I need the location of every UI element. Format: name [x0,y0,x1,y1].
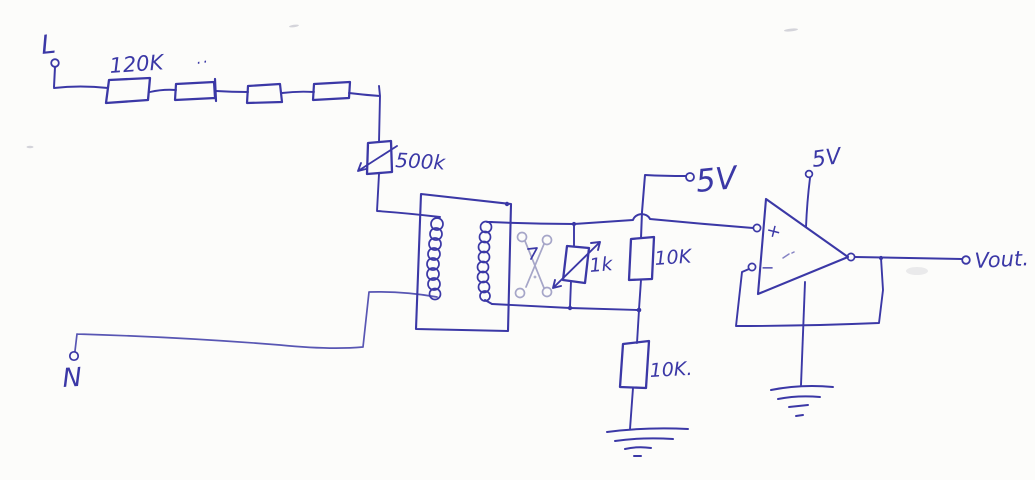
ditto-mark: .. [195,48,211,68]
opamp: + − 5V Vout. [735,144,1029,417]
voltage-divider: 5V 10K 10K. [606,160,741,457]
neutral-terminal [68,350,80,362]
paper-smudges [26,24,928,275]
pot-1k-body [561,244,591,285]
potentiometer-1k: 1k [552,221,615,311]
divider-5v-label: 5V [694,160,741,200]
opamp-5v-wire [805,177,811,228]
opamp-plus-label: + [764,219,784,243]
feedback-loop [735,257,884,327]
mains-live-section: L 120K .. [40,30,381,143]
wire-live-to-r1 [53,66,109,89]
opamp-ground-symbol [770,385,834,417]
crossover-switch [514,231,553,299]
secondary-coil [476,220,493,302]
wire-divider-mid [636,279,642,344]
opamp-ground-wire [800,281,806,386]
pot-1k-arrow [552,241,601,289]
opamp-triangle [756,197,850,296]
output-wire [854,256,963,260]
opamp-minus-terminal [747,262,757,272]
wire-r2-r3 [215,90,249,93]
divider-5v-terminal [685,172,695,182]
junction-dot [636,307,642,313]
r-500k-label: 500k [395,148,447,175]
opamp-plus-terminal [752,223,762,233]
bottom-rail [491,303,638,311]
wire-neutral-to-transformer [74,291,438,352]
live-terminal [50,58,60,68]
switch-terminal [541,234,553,246]
resistor-r2 [173,77,218,103]
r-10k-top-label: 10K [654,245,694,270]
live-terminal-label: L [40,30,58,61]
resistor-r3 [245,82,284,105]
opamp-5v-terminal [804,169,814,179]
wire-r1-r2 [149,88,177,93]
top-rail [489,213,754,229]
pot-1k-label: 1k [589,253,615,277]
wire-5v-to-r-top [640,174,687,239]
resistor-r4 [311,80,352,102]
neutral-terminal-label: N [61,363,82,394]
resistor-500k-body [365,139,394,176]
switch-terminal [514,287,526,299]
transformer [414,192,513,333]
r1-label: 120K [109,50,167,78]
wire-r3-r4 [281,90,315,94]
opamp-5v-label: 5V [810,144,844,173]
switch-arrow-mark [527,247,538,260]
switch-terminal [516,231,528,243]
vout-label: Vout. [974,246,1029,273]
wire-to-ground [629,387,634,430]
vout-terminal [961,255,971,265]
switch-terminal [541,286,553,298]
switch-dot [533,275,537,279]
mains-neutral-section: N [61,291,438,394]
r-10k-bottom-label: 10K. [649,358,693,382]
variable-resistor-500k: 500k [357,139,447,218]
resistor-10k-bottom [618,339,651,390]
pot-leads [569,225,575,308]
wire-500k-to-transformer [376,173,441,218]
divider-ground-symbol [606,427,689,457]
transformer-box [414,192,513,333]
resistor-r1 [104,76,152,105]
signal-rails [489,213,754,311]
opamp-stray-marks [782,251,795,259]
transformer-corner-dot [504,201,510,207]
resistor-10k-top [627,235,656,282]
opamp-minus-label: − [761,258,774,277]
wire-r4-corner [348,85,381,143]
primary-coil [426,217,444,301]
resistor-500k-arrow [357,145,398,172]
